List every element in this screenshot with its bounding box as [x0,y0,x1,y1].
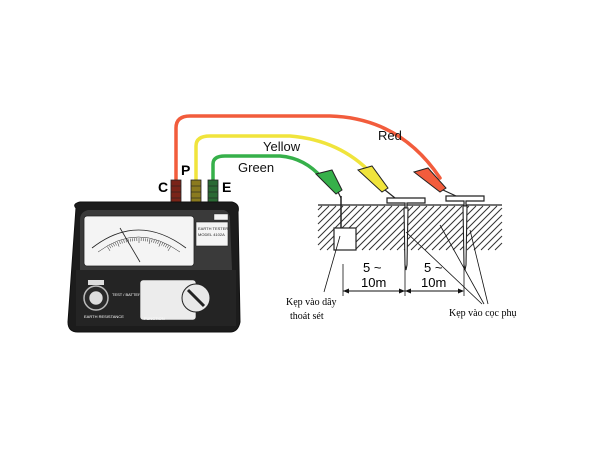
red-lead [174,114,442,184]
spacing-2-top: 5 ~ [424,260,443,275]
green-lead-label: Green [238,160,274,175]
annotation-down-conductor-line1: Kẹp vào dây [286,297,337,308]
auxiliary-spike-p [386,197,426,271]
terminal-e-label: E [222,179,231,195]
annotation-auxiliary-spikes: Kẹp vào cọc phụ [449,308,516,319]
scale-tick [155,240,157,244]
yellow-lead-label: Yellow [263,139,301,154]
scale-tick [117,241,120,247]
meter-scale-ticks [107,237,171,252]
yellow-clip [357,165,396,199]
annotation-leaders [323,224,489,305]
scale-tick [113,243,115,247]
scale-tick [111,244,113,248]
terminal-c-label: C [158,179,168,195]
scale-tick [158,241,161,247]
meter-scale-arc [91,229,187,249]
green-clip [315,169,343,199]
scale-tick [119,241,121,245]
earth-resistance-label: EARTH RESISTANCE [84,314,124,319]
scale-tick [163,243,165,247]
scale-tick [157,241,159,245]
scale-tick [165,244,167,248]
scale-tick [151,239,153,243]
scale-tick [125,239,127,243]
battery-button-label: TEST / BATTERY [112,292,144,297]
spacing-1-top: 5 ~ [363,260,382,275]
red-clip [412,167,457,197]
function-label: FUNCTION [144,316,165,321]
spacing-1-bottom: 10m [361,275,386,290]
green-lead [211,154,324,184]
yellow-lead [194,134,374,184]
annotation-down-conductor-line2: thoát sét [290,311,324,322]
scale-tick [107,246,111,252]
scale-tick [166,245,169,249]
nameplate-line2: MODEL 4102A [198,232,225,237]
scale-tick [148,238,151,244]
terminal-plugs [170,179,219,205]
lightning-down-conductor [333,196,357,251]
spacing-2-bottom: 10m [421,275,446,290]
scale-tick [123,239,125,243]
meter-nameplate [195,221,229,247]
test-leads [174,114,442,184]
scale-tick [167,246,171,252]
scale-tick [109,245,112,249]
auxiliary-spike-c [445,195,485,271]
spacing-dimensions [342,264,465,296]
scale-tick [121,240,123,244]
down-conductor-box [333,227,357,251]
earth-tester-meter: EARTH TESTER MODEL 4102A TEST / BATTERY … [67,201,241,333]
scale-tick [161,242,163,246]
terminal-p-label: P [181,162,190,178]
scale-tick [115,242,117,246]
nameplate-line1: EARTH TESTER [198,226,228,231]
red-lead-label: Red [378,128,402,143]
scale-tick [153,239,155,243]
meter-needle [119,227,141,263]
